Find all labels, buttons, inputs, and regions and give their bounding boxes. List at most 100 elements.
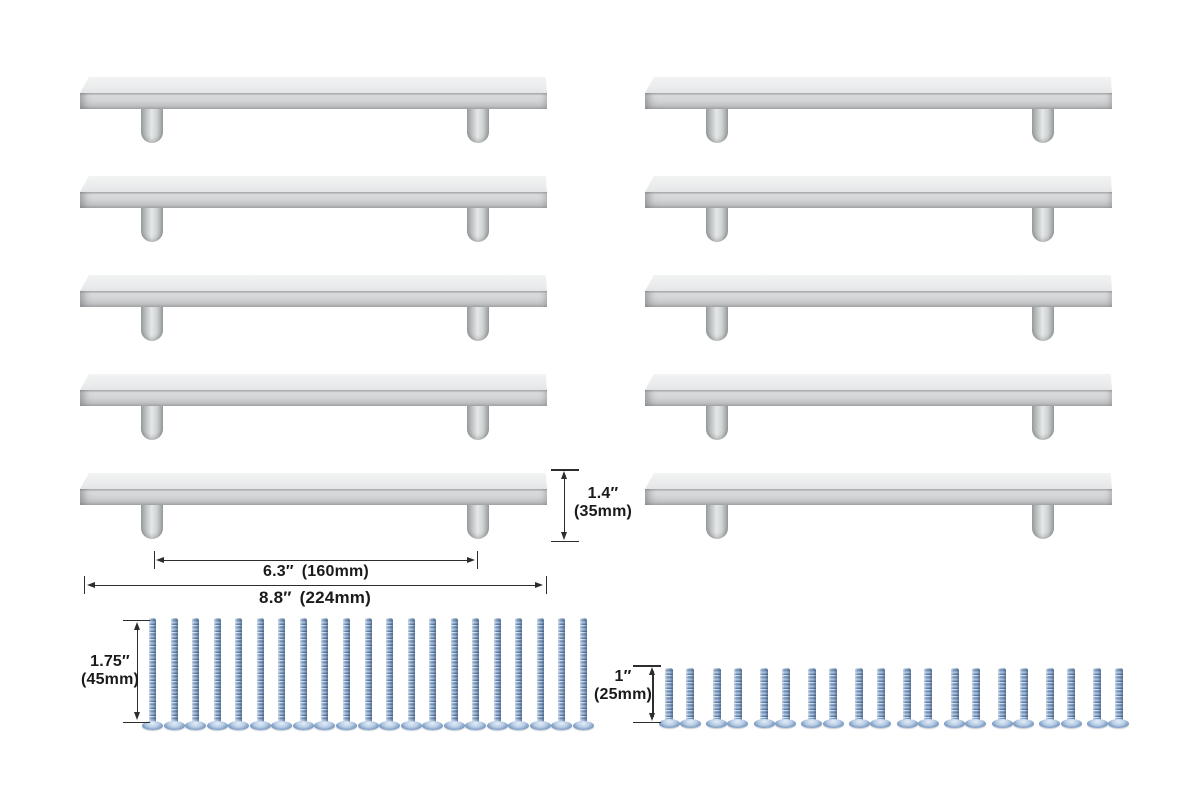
screw-head [822,719,844,728]
screw-thread-shaft [855,668,864,721]
dim-spacing-label: 6.3″ (160mm) [155,563,477,581]
handle-post-left [141,406,163,440]
handle-bar-front-face [645,489,1112,505]
handle-bar-top-face [645,473,1112,489]
handle-bar-front-face [645,390,1112,406]
dim-shortscrew-mm: (25mm) [593,686,653,703]
screw-head [314,721,336,730]
screw-thread-shaft [278,618,286,723]
screw-head [249,721,271,730]
screw-thread-shaft [1114,668,1123,721]
screw-head [573,721,594,730]
dim-spacing-tick-left [153,551,155,569]
screw-head [679,719,701,728]
dim-height-tick-top [551,469,579,471]
screw-head [848,719,870,728]
handle-post-right [1032,307,1054,341]
screw-head [551,721,573,730]
screw-thread-shaft [781,668,790,721]
handle-bar-top-face [80,275,547,291]
dim-height-arrow-line [563,475,565,536]
screw-head [163,721,185,730]
cabinet-pull-handle [645,374,1112,440]
dim-shortscrew-arrowhead-down [649,713,655,721]
screw-head [335,721,357,730]
handle-bar-front-face [645,291,1112,307]
dim-shortscrew-label: 1″ (25mm) [592,668,654,704]
dim-height-tick-bottom [551,540,579,542]
dim-shortscrew-inches: 1″ [614,668,632,685]
handle-bar-top-face [80,374,547,390]
dim-shortscrew-arrow-line [652,671,654,717]
screw-head [292,721,314,730]
dim-longscrew-arrowhead-up [133,622,140,630]
screw-thread-shaft [971,668,980,721]
handle-bar-top-face [80,176,547,192]
handle-post-left [706,406,728,440]
handle-post-right [467,406,489,440]
screw-head [775,719,796,728]
screw-thread-shaft [256,618,264,723]
cabinet-pull-handle [645,176,1112,242]
dim-spacing-arrowhead-left [156,556,164,563]
dim-longscrew-tick-bottom [123,721,150,723]
dim-height-arrowhead-down [560,532,567,540]
screw-thread-shaft [170,618,178,723]
dim-spacing-mm: (160mm) [301,563,369,580]
handle-post-left [141,505,163,539]
screw-thread-shaft [364,618,372,723]
screw-head [1060,719,1082,728]
handle-post-right [1032,208,1054,242]
screw-thread-shaft [712,668,721,721]
handle-post-right [1032,406,1054,440]
screw-thread-shaft [536,618,544,723]
screw-head [896,719,918,728]
screw-head [486,721,508,730]
screw-head [400,721,422,730]
screw-head [991,719,1013,728]
handle-post-left [141,307,163,341]
screw-thread-shaft [950,668,959,721]
screw-thread-shaft [1019,668,1028,721]
screw-head [917,719,939,728]
screw-thread-shaft [213,618,221,723]
handle-post-right [467,505,489,539]
dim-length-arrowhead-left [87,581,95,588]
screw-head [658,719,680,728]
screw-thread-shaft [342,618,350,723]
dim-length-label: 8.8″(224mm) [85,589,545,607]
screw-head [1086,719,1108,728]
screw-head [753,719,775,728]
dim-spacing-tick-right [476,551,478,569]
cabinet-pull-handle [80,176,547,242]
screw-head [706,719,728,728]
screw-head [142,721,163,730]
screw-head [379,721,401,730]
cabinet-pull-handle [80,275,547,341]
screw-head [1108,719,1130,728]
handle-post-right [467,307,489,341]
dim-spacing-inches: 6.3″ [263,563,294,580]
cabinet-pull-handle [645,275,1112,341]
dim-longscrew-mm: (45mm) [80,671,140,688]
screw-head [508,721,530,730]
cabinet-pull-handle [80,473,547,539]
handle-bar-top-face [645,176,1112,192]
dim-height-inches: 1.4″ [587,485,619,502]
screw-thread-shaft [235,618,243,723]
screw-thread-shaft [493,618,501,723]
screw-thread-shaft [924,668,933,721]
handle-bar-front-face [80,291,547,307]
dim-length-arrowhead-right [535,581,543,588]
handle-bar-top-face [645,374,1112,390]
screw-thread-shaft [998,668,1007,721]
handle-bar-top-face [645,77,1112,93]
screw-thread-shaft [733,668,742,721]
cabinet-pull-handle [645,473,1112,539]
dim-longscrew-arrowhead-down [133,712,140,720]
handle-bar-top-face [80,77,547,93]
handle-bar-front-face [645,93,1112,109]
screw-thread-shaft [760,668,769,721]
dim-shortscrew-tick-bottom [633,721,661,723]
